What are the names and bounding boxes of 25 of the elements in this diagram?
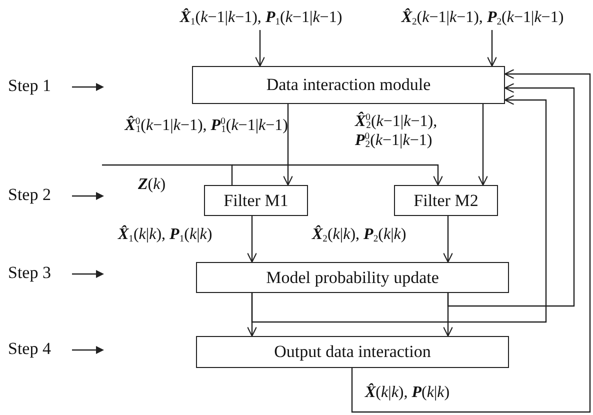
step-label: Step 2 — [8, 185, 51, 205]
step-label: Step 3 — [8, 263, 51, 283]
step-label: Step 4 — [8, 339, 51, 359]
arrow — [251, 94, 547, 323]
edge-label: X̂$^{0}$$_{2}$(k−1|k−1), P$^{0}$$_{2}$(k−1|k−1) — [355, 112, 438, 150]
arrow — [246, 216, 258, 263]
edge-label: Z(k) — [138, 176, 166, 194]
edge-label: X̂(k|k), P(k|k) — [365, 384, 450, 402]
arrow — [351, 68, 591, 413]
arrow — [442, 216, 454, 263]
step-label: Step 1 — [8, 76, 51, 96]
arrow — [254, 30, 266, 67]
edge-label: X̂$_{1}$(k|k), P$_{1}$(k|k) — [118, 226, 212, 244]
arrow — [282, 104, 294, 186]
edge-label: X̂$_{2}$(k|k), P$_{2}$(k|k) — [312, 226, 406, 244]
process-box: Model probability update — [196, 262, 509, 293]
arrow — [486, 30, 498, 67]
edge-label: X̂$^{0}$$_{1}$(k−1|k−1), P$^{0}$$_{1}$(k−1|k−1) — [123, 116, 288, 136]
process-box: Filter M2 — [394, 185, 498, 216]
arrow — [232, 164, 444, 186]
process-box: Filter M1 — [204, 185, 308, 216]
arrow — [478, 104, 488, 186]
process-box: Data interaction module — [192, 66, 505, 104]
process-box: Output data interaction — [196, 336, 509, 368]
arrow — [447, 82, 575, 307]
